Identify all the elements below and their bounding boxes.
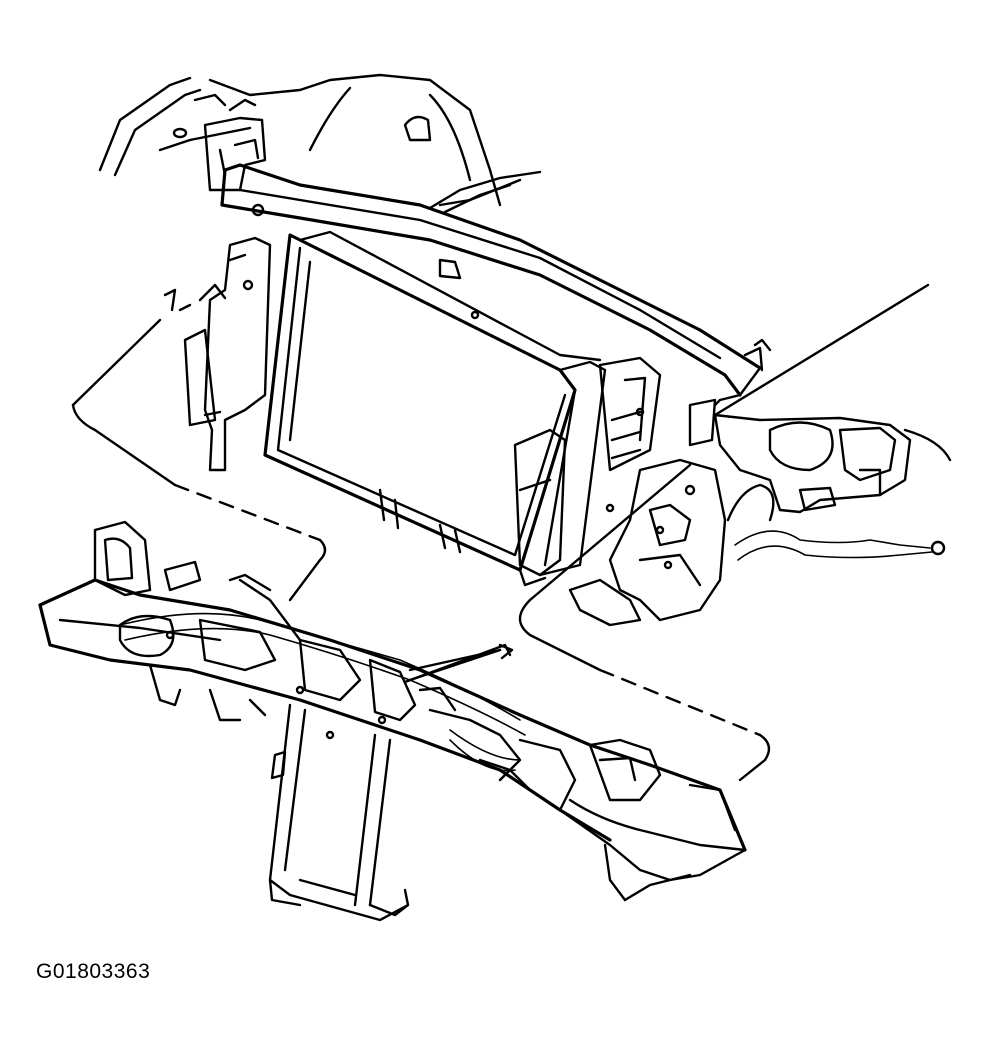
pointer-arrow: [408, 643, 514, 682]
lower-condenser-frame: [268, 703, 410, 922]
figure-id-label: G01803363: [36, 960, 151, 983]
right-lower-bracket: [568, 458, 946, 627]
right-side-bracket: [513, 356, 662, 577]
wiring-harness: [119, 612, 526, 772]
fender-wheelhouse: [98, 73, 542, 214]
radiator-frame: [263, 230, 607, 587]
lower-radiator-support: [38, 520, 747, 902]
left-side-bracket: [163, 236, 272, 472]
fasteners: [251, 203, 645, 417]
upper-tie-bar: [220, 163, 772, 407]
right-headlamp-mount: [688, 398, 952, 514]
left-upper-bracket: [203, 98, 267, 192]
detail-callout-outline: [71, 283, 930, 782]
